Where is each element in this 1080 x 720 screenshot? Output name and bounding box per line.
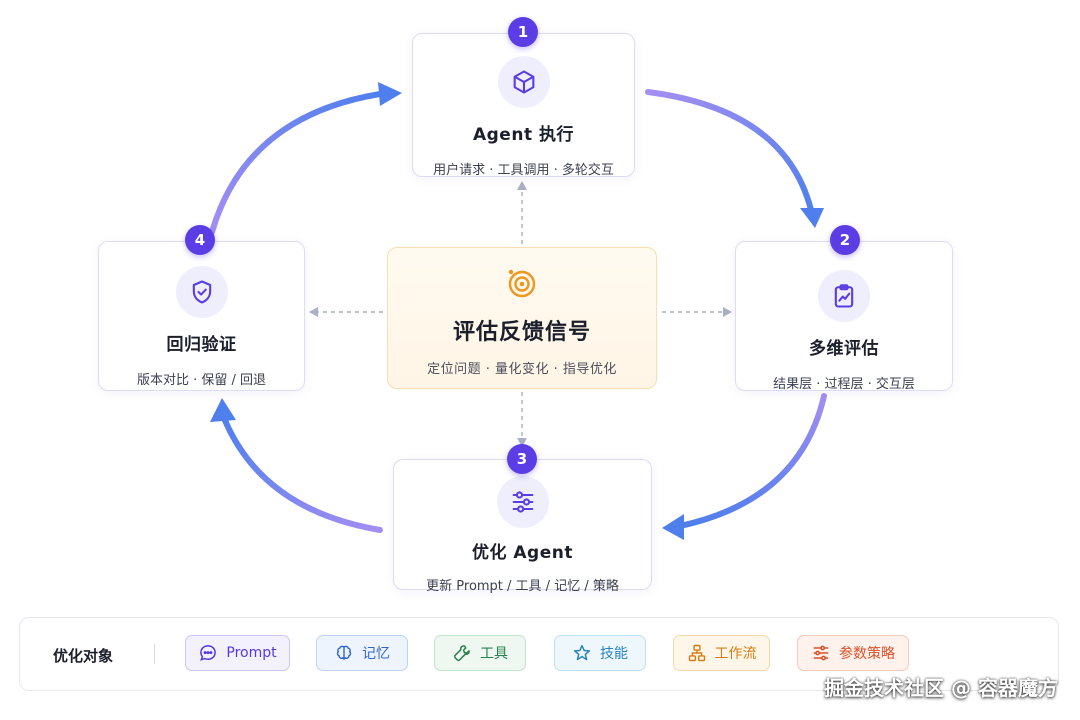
brain-icon [336, 645, 352, 660]
chip-param-strategy[interactable]: 参数策略 [797, 635, 909, 671]
sliders-icon [496, 476, 549, 528]
step-badge-4: 4 [185, 225, 215, 255]
step-title: Agent 执行 [472, 125, 574, 145]
shield-check-icon [175, 266, 228, 318]
step-card-2: 多维评估 结果层 · 过程层 · 交互层 [735, 241, 953, 392]
chip-memory[interactable]: 记忆 [316, 635, 408, 671]
clipboard-chart-icon [818, 270, 870, 322]
arrowhead-step4 [210, 398, 236, 422]
sliders-icon [813, 645, 829, 661]
center-subtitle: 定位问题 · 量化变化 · 指导优化 [427, 362, 617, 377]
chat-bubble-icon [200, 645, 217, 661]
step-subtitle: 更新 Prompt / 工具 / 记忆 / 策略 [426, 579, 619, 594]
arrow-step2-to-step3 [677, 393, 827, 529]
step-subtitle: 用户请求 · 工具调用 · 多轮交互 [433, 163, 614, 178]
wrench-icon [453, 645, 470, 662]
targets-label: 优化对象 [53, 647, 114, 665]
chip-workflow[interactable]: 工作流 [673, 635, 770, 671]
step-title: 多维评估 [809, 339, 879, 359]
chip-label: 工具 [480, 646, 508, 662]
target-icon [505, 266, 539, 300]
step-card-1: Agent 执行 用户请求 · 工具调用 · 多轮交互 [412, 33, 635, 178]
arrow-step3-to-step4 [221, 415, 383, 533]
step-subtitle: 版本对比 · 保留 / 回退 [136, 373, 267, 388]
step-badge-2: 2 [830, 225, 860, 255]
chip-label: 工作流 [714, 646, 757, 662]
workflow-icon [688, 644, 705, 662]
optimization-targets-bar: 优化对象 Prompt 记忆 工具 [19, 617, 1059, 691]
arrow-step4-to-step1 [209, 91, 383, 235]
divider [154, 644, 155, 664]
step-card-4: 回归验证 版本对比 · 保留 / 回退 [98, 241, 305, 391]
arrowhead-step3 [662, 514, 684, 540]
step-title: 优化 Agent [471, 543, 573, 563]
chip-label: 参数策略 [839, 646, 895, 662]
chip-label: 技能 [600, 646, 628, 662]
chip-label: Prompt [226, 645, 277, 661]
watermark: 掘金技术社区 @ 容器魔方 [824, 676, 1058, 700]
arrowhead-step1 [378, 82, 402, 106]
arrowhead-step2 [800, 208, 824, 228]
chip-prompt[interactable]: Prompt [185, 635, 290, 671]
center-title: 评估反馈信号 [452, 320, 591, 345]
arrow-step1-to-step2 [645, 89, 815, 217]
step-title: 回归验证 [166, 335, 237, 355]
step-card-3: 优化 Agent 更新 Prompt / 工具 / 记忆 / 策略 [393, 459, 652, 594]
step-subtitle: 结果层 · 过程层 · 交互层 [773, 377, 915, 392]
chip-skills[interactable]: 技能 [554, 635, 646, 671]
chip-tools[interactable]: 工具 [434, 635, 526, 671]
star-icon [573, 644, 591, 661]
cube-icon [497, 56, 550, 108]
chip-label: 记忆 [362, 646, 390, 662]
step-badge-1: 1 [508, 17, 538, 47]
center-feedback-card: 评估反馈信号 定位问题 · 量化变化 · 指导优化 [387, 247, 657, 389]
step-badge-3: 3 [507, 444, 537, 474]
